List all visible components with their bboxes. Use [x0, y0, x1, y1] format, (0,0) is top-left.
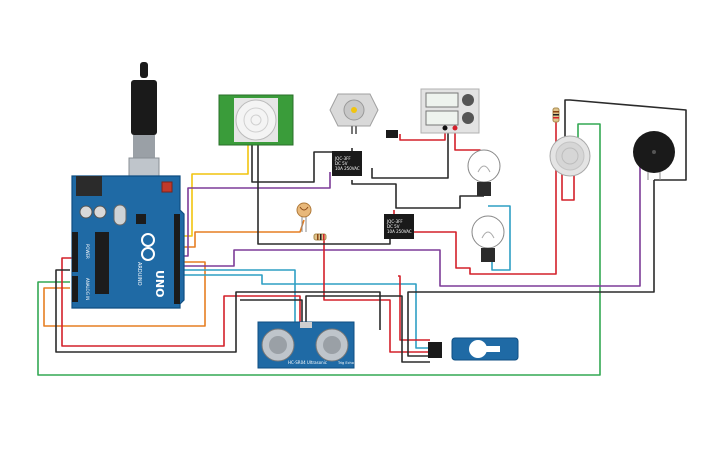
relay-1[interactable]: JQC-3FF DC 5V 10A 250VAC	[332, 151, 362, 176]
wire-red-5[interactable]	[398, 275, 430, 341]
board-brand-label: UNO	[153, 270, 166, 298]
power-supply[interactable]	[420, 88, 480, 134]
wire-black-2[interactable]	[257, 145, 391, 245]
wire-black-4[interactable]	[371, 130, 449, 179]
wire-black-8[interactable]	[407, 180, 655, 357]
wires	[37, 99, 687, 376]
piezo-buzzer[interactable]	[633, 131, 675, 180]
light-bulb-2[interactable]	[471, 215, 505, 262]
board-maker-label: ARDUINO	[136, 262, 142, 286]
wire-blue-2[interactable]	[178, 274, 430, 349]
analog-header[interactable]	[72, 276, 78, 302]
wire-black-6[interactable]	[305, 295, 430, 363]
gas-sensor[interactable]	[549, 135, 591, 177]
usb-connector	[133, 135, 155, 159]
relay-1-line-2: DC 5V	[335, 161, 348, 166]
wire-black-1[interactable]	[55, 269, 381, 353]
wire-red-2[interactable]	[399, 128, 446, 141]
pir-motion-sensor[interactable]	[218, 94, 294, 146]
servo-connector	[428, 342, 442, 358]
relay-1-line-1: JQC-3FF	[334, 156, 351, 161]
relay-2-line-2: DC 5V	[387, 224, 400, 229]
relay-1-body	[332, 151, 362, 176]
power-supply-terminal-neg[interactable]	[442, 125, 448, 131]
atmega-chip	[95, 232, 109, 294]
arduino-uno-board[interactable]: UNO ARDUINO ANALOG IN POWER	[71, 62, 185, 309]
photoresistor[interactable]	[296, 202, 312, 232]
wire-blue-3[interactable]	[488, 205, 511, 271]
power-supply-display-2	[425, 110, 459, 126]
capacitor-1	[79, 205, 93, 219]
relay-2-line-1: JQC-3FF	[386, 219, 403, 224]
wire-orange[interactable]	[178, 219, 305, 248]
arduino-logo	[141, 233, 155, 261]
wire-black-5[interactable]	[351, 180, 484, 209]
relay-2-body	[384, 214, 414, 239]
power-label: POWER	[85, 244, 90, 259]
bulb-1-base	[477, 182, 491, 196]
servo-motor[interactable]	[428, 337, 519, 361]
analog-in-label: ANALOG IN	[85, 278, 90, 300]
pir-dome	[235, 99, 277, 141]
reset-button[interactable]	[161, 181, 173, 193]
motor-shaft	[351, 107, 357, 113]
resistor-2[interactable]	[552, 107, 560, 123]
power-supply-knob-2[interactable]	[462, 112, 474, 124]
power-supply-terminal-pos[interactable]	[452, 125, 458, 131]
bulb-2-base	[481, 248, 495, 262]
usb-cable-tip	[140, 62, 148, 78]
crystal	[113, 204, 127, 226]
servo-horn[interactable]	[470, 346, 500, 352]
wire-black-7[interactable]	[564, 99, 687, 181]
capacitor-2	[93, 205, 107, 219]
light-bulb-1[interactable]	[467, 149, 501, 196]
wire-orange-2[interactable]	[43, 261, 206, 327]
power-supply-knob-1[interactable]	[462, 94, 474, 106]
wire-red-1[interactable]	[61, 257, 301, 347]
ultrasonic-side-label: Trig Echo	[337, 361, 354, 365]
wire-purple-2[interactable]	[178, 160, 641, 287]
wire-blue[interactable]	[178, 269, 296, 322]
dc-motor[interactable]	[329, 93, 379, 134]
power-supply-display-1	[425, 92, 459, 108]
ultrasonic-label: HC-SR04 Ultrasonic	[288, 360, 327, 365]
slide-switch[interactable]	[386, 130, 398, 138]
ultrasonic-sensor[interactable]: HC-SR04 Ultrasonic Trig Echo	[257, 321, 355, 369]
wire-purple[interactable]	[178, 172, 331, 257]
power-jack	[76, 176, 102, 196]
digital-header[interactable]	[174, 214, 180, 304]
wire-red-7[interactable]	[561, 170, 575, 201]
power-header[interactable]	[72, 232, 78, 272]
usb-cable-plug	[131, 80, 157, 135]
relay-1-line-3: 10A 250VAC	[335, 166, 360, 171]
relay-2[interactable]: JQC-3FF DC 5V 10A 250VAC	[384, 214, 414, 239]
wire-black-9[interactable]	[240, 299, 303, 322]
resistor-1[interactable]	[313, 233, 327, 241]
wire-green[interactable]	[37, 123, 601, 376]
relay-2-line-3: 10A 250VAC	[387, 229, 412, 234]
